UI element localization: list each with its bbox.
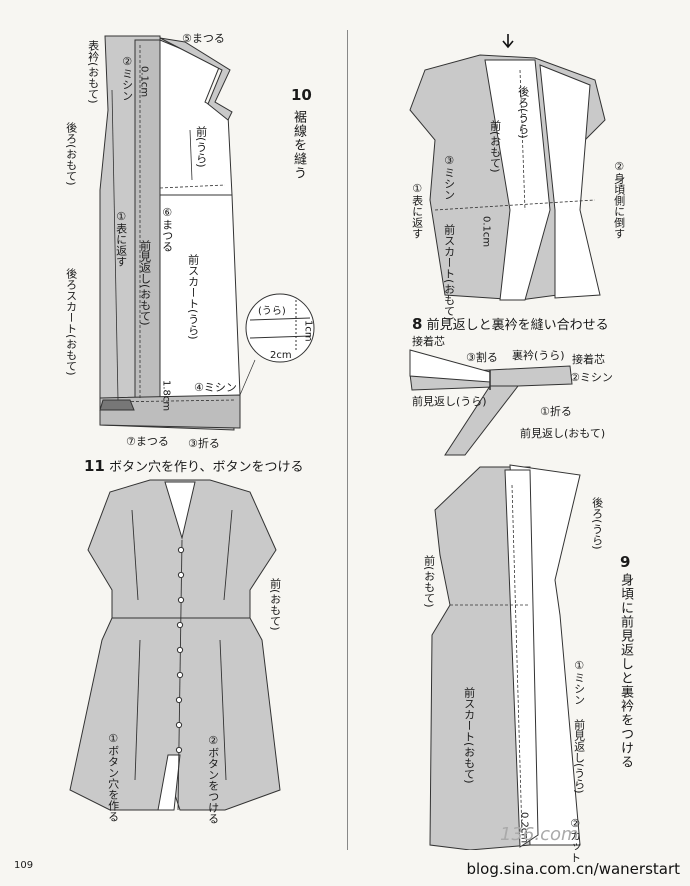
collar-shape [159,37,233,121]
label-buttonhole: ①ボタン穴を作る [106,732,120,822]
label-ushiro: 後ろ(おもて) [64,122,78,186]
label-mae-skirt-tr: 前スカート(おもて) [442,224,456,321]
label-cm01-tr: 0.1cm [480,216,492,248]
label-mae-mikaeshi-omote: 前見返し(おもて) [520,427,606,440]
step8-panel: 8 前見返しと裏衿を縫い合わせる 接着芯 ③割る 裏衿(うら) 接着芯 ②ミシン… [350,310,690,460]
buttons [175,546,185,754]
label-secchakushin1: 接着芯 [412,335,445,348]
label-ushiro-ura-s9: 後ろ(うら) [590,497,604,550]
faded-watermark: 136.com [500,824,579,845]
page-number: 109 [14,860,34,871]
label-mishin2-s8: ②ミシン [570,371,613,384]
label-mae-mikaeshi: 前見返し(おもて) [138,240,152,326]
label-matsuru7: ⑦まつる [126,435,169,448]
label-cm1: 1cm [302,320,314,342]
step10-number: 10 [291,86,312,104]
label-button: ②ボタンをつける [206,734,220,824]
top-right-drawing [409,34,606,301]
top-right-panel: 後ろ(うら) 前(おもて) ③ミシン ①表に返す 0.1cm 前スカート(おもて… [350,20,690,321]
label-mae-mikaeshi-ura-s9: 前見返し(うら) [572,719,586,794]
label-mishin4: ④ミシン [194,381,237,394]
step11-panel: 11 ボタン穴を作り、ボタンをつける [0,450,345,850]
step8-title: 8 前見返しと裏衿を縫い合わせる [412,315,609,333]
skirt-vent-opening [157,754,181,811]
step9-drawing [429,464,581,850]
label-cut2: ②カット [568,817,582,863]
step10-title: 裾線を縫う [291,110,306,180]
neckline-opening [164,481,196,540]
label-matsuru6: ⑥まつる [160,206,174,252]
step8-drawing [409,349,573,456]
step10-garment-drawing [99,35,315,431]
iron-icon [99,399,135,411]
label-omoteeri: 表衿(おもて) [86,40,100,104]
label-mae-omote: 前(おもて) [268,578,282,631]
hem-detail-circle [245,293,315,363]
front-lining-shape [159,39,233,196]
blog-watermark: blog.sina.com.cn/wanerstart [466,860,680,878]
label-mishin3: ③ミシン [442,154,456,200]
label-oru3: ③折る [188,437,220,450]
label-oru1: ①折る [540,405,572,418]
label-urieri: 裏衿(うら) [512,349,565,362]
label-omote-kaesu: ①表に返す [114,210,128,267]
label-secchakushin2: 接着芯 [572,353,605,366]
label-ura: (うら) [258,306,286,317]
label-mae-skirt-s9: 前スカート(おもて) [462,687,476,784]
step11-dress-drawing [69,479,281,811]
label-ushiro-ura: 後ろ(うら) [516,86,530,139]
label-matsuru5: ⑤まつる [182,32,225,45]
label-cm2: 2cm [270,350,292,361]
label-omote-kaesu-tr: ①表に返す [410,182,424,239]
label-mishin1: ①ミシン [572,659,586,705]
label-mae-omote-tr: 前(おもて) [488,120,502,173]
step9-title: 身頃に前見返しと裏衿をつける [618,573,633,769]
label-waru3: ③割る [466,351,498,364]
step9-panel: 後ろ(うら) 前(おもて) ①ミシン 前スカート(おもて) 前見返し(うら) 0… [350,455,690,863]
hem-band [99,394,241,429]
label-mikoro: ②身頃側に倒す [612,160,626,239]
label-mishin2: ②ミシン [120,55,134,101]
step10-panel: 10 裾線を縫う ⑤まつる 表衿(おもて) ②ミシン 0.1cm 後ろ(おもて)… [0,0,345,450]
label-mae-mikaeshi-ura: 前見返し(うら) [412,395,487,408]
facing-piece [444,385,520,456]
step11-title: 11 ボタン穴を作り、ボタンをつける [84,457,304,475]
label-cm18: 1.8cm [160,380,172,412]
label-mae-omote-s9: 前(おもて) [422,555,436,608]
label-cm02: 0.2cm [518,812,530,844]
step9-number: 9 [620,553,631,571]
facing-lining-strip [504,469,539,848]
label-cm01: 0.1cm [138,66,150,98]
column-divider [347,30,348,850]
label-mae-skirt: 前スカート(うら) [186,254,200,340]
label-ushiro-skirt: 後ろスカート(おもて) [64,268,78,376]
arrow-down-icon [502,34,514,49]
label-mae-ura: 前(うら) [194,126,208,168]
